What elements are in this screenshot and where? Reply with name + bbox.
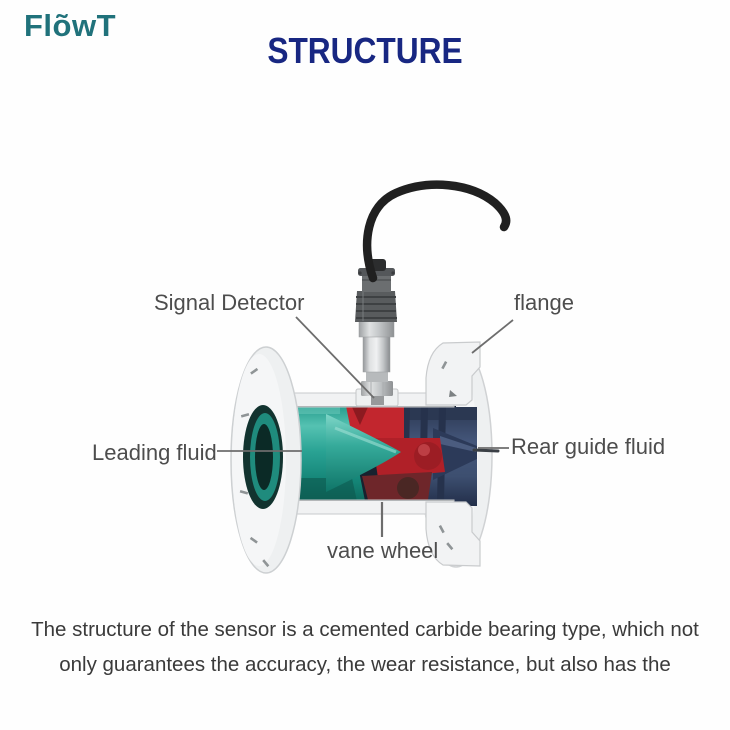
- caption-line-2: only guarantees the accuracy, the wear r…: [59, 653, 671, 676]
- label-leading-fluid: Leading fluid: [92, 440, 217, 465]
- shaft-rod: [472, 448, 500, 453]
- page-title-wrap: STRUCTURE: [0, 30, 730, 72]
- right-flange-cut-section: [425, 341, 481, 567]
- bolt-hole-marks-right: [438, 360, 454, 551]
- signal-cable: [363, 180, 511, 283]
- caption-line-1: The structure of the sensor is a cemente…: [31, 618, 699, 641]
- label-signal-detector: Signal Detector: [154, 290, 305, 315]
- brand-logo: FlõwT: [24, 8, 117, 43]
- signal-detector-assembly: [355, 259, 397, 405]
- label-flange: flange: [514, 290, 574, 315]
- knurled-connector: [355, 291, 397, 322]
- leader-flange: [471, 319, 514, 354]
- label-vane-wheel: vane wheel: [327, 538, 439, 563]
- bolt-hole-marks-left: [239, 367, 270, 568]
- page-title: STRUCTURE: [267, 30, 463, 71]
- leader-lines: [217, 316, 514, 537]
- caption-text: The structure of the sensor is a cemente…: [0, 612, 730, 682]
- left-flange: [230, 346, 302, 574]
- label-rear-guide-fluid: Rear guide fluid: [511, 434, 666, 459]
- leader-signal-detector: [295, 316, 375, 399]
